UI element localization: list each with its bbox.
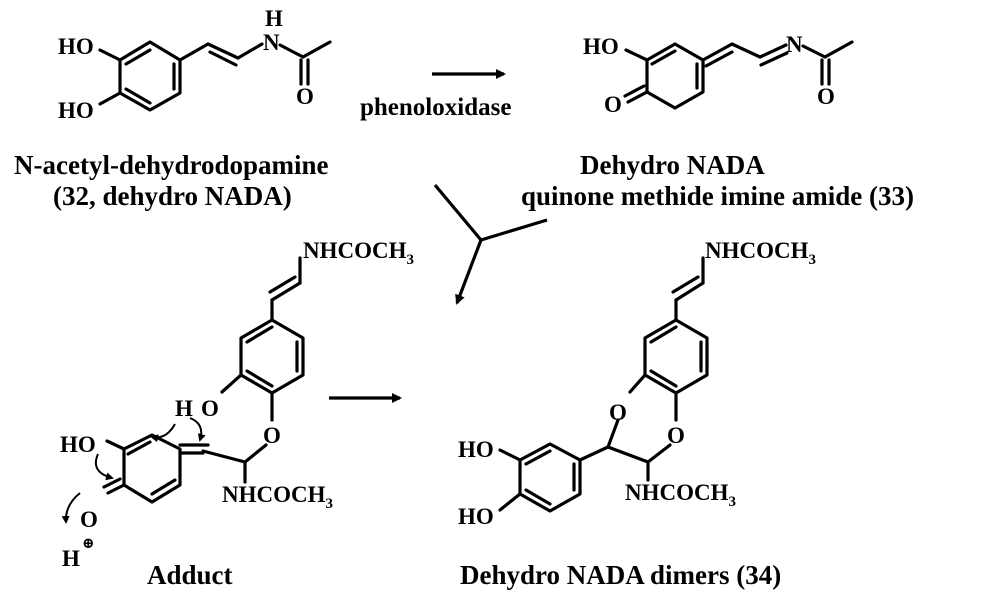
nada-h-label: H — [265, 6, 283, 31]
quinone-ho-label: HO — [583, 34, 619, 59]
molecule-adduct: H O O HO O H ⊕ NHCOCH3 NHCOCH3 — [60, 238, 414, 571]
adduct-h-proton-label: H — [62, 546, 80, 571]
molecule-nada: HO HO N H O — [58, 6, 332, 123]
adduct-h-label: H — [175, 396, 193, 421]
nada-name-caption: N-acetyl-dehydrodopamine — [14, 150, 329, 180]
quinone-side-chain — [701, 40, 854, 86]
nada-o-label: O — [296, 84, 314, 109]
adduct-o-label: O — [80, 507, 98, 532]
nada-hydroxyls — [98, 48, 122, 106]
dimer-left-o-label: O — [609, 400, 627, 425]
adduct-top-chain — [268, 256, 302, 322]
dimer-upper-ring — [643, 318, 709, 395]
dimer-right-o-label: O — [667, 423, 685, 448]
adduct-ether-o-label: O — [263, 423, 281, 448]
nada-side-chain — [178, 40, 332, 86]
quinone-o-label: O — [604, 92, 622, 117]
dimer-bottom-amide-label: NHCOCH3 — [625, 480, 736, 510]
dimer-ho-bottom-label: HO — [458, 504, 494, 529]
quinone-ring — [645, 42, 705, 110]
nada-ho-top-label: HO — [58, 34, 94, 59]
dimer-ho-top-label: HO — [458, 437, 494, 462]
dimer-top-amide-label: NHCOCH3 — [705, 238, 816, 268]
adduct-quinone-ring — [102, 433, 182, 504]
adduct-oh-o-label: O — [201, 396, 219, 421]
nada-n-label: N — [263, 30, 280, 55]
adduct-top-amide-label: NHCOCH3 — [303, 238, 414, 268]
dimer-dioxane-ring — [578, 373, 678, 482]
quinone-n-label: N — [786, 32, 803, 57]
adduct-caption: Adduct — [147, 560, 233, 590]
dimers-caption: Dehydro NADA dimers (34) — [460, 560, 781, 590]
molecule-quinone-methide: HO O N O — [583, 32, 854, 117]
dimer-catechol-ring — [498, 442, 582, 513]
coupling-arrow — [433, 183, 548, 305]
quinone-id-caption: quinone methide imine amide (33) — [521, 181, 914, 211]
adduct-ether-bridge — [178, 373, 274, 484]
dimer-top-chain — [671, 256, 705, 322]
adduct-upper-ring — [239, 318, 305, 395]
quinone-name-caption: Dehydro NADA — [580, 150, 765, 180]
reagent-label: phenoloxidase — [360, 94, 511, 121]
adduct-ho-label: HO — [60, 432, 96, 457]
nada-ring — [118, 40, 182, 112]
nada-ho-bottom-label: HO — [58, 98, 94, 123]
adduct-electron-push-arrows — [61, 417, 206, 524]
quinone-amide-o-label: O — [817, 84, 835, 109]
molecule-dimer: O O HO HO NHCOCH3 NHCOCH3 — [458, 238, 816, 529]
adduct-plus-charge: ⊕ — [82, 536, 95, 552]
nada-id-caption: (32, dehydro NADA) — [53, 181, 292, 211]
quinone-substituents — [623, 48, 649, 104]
adduct-bottom-amide-label: NHCOCH3 — [222, 482, 333, 512]
